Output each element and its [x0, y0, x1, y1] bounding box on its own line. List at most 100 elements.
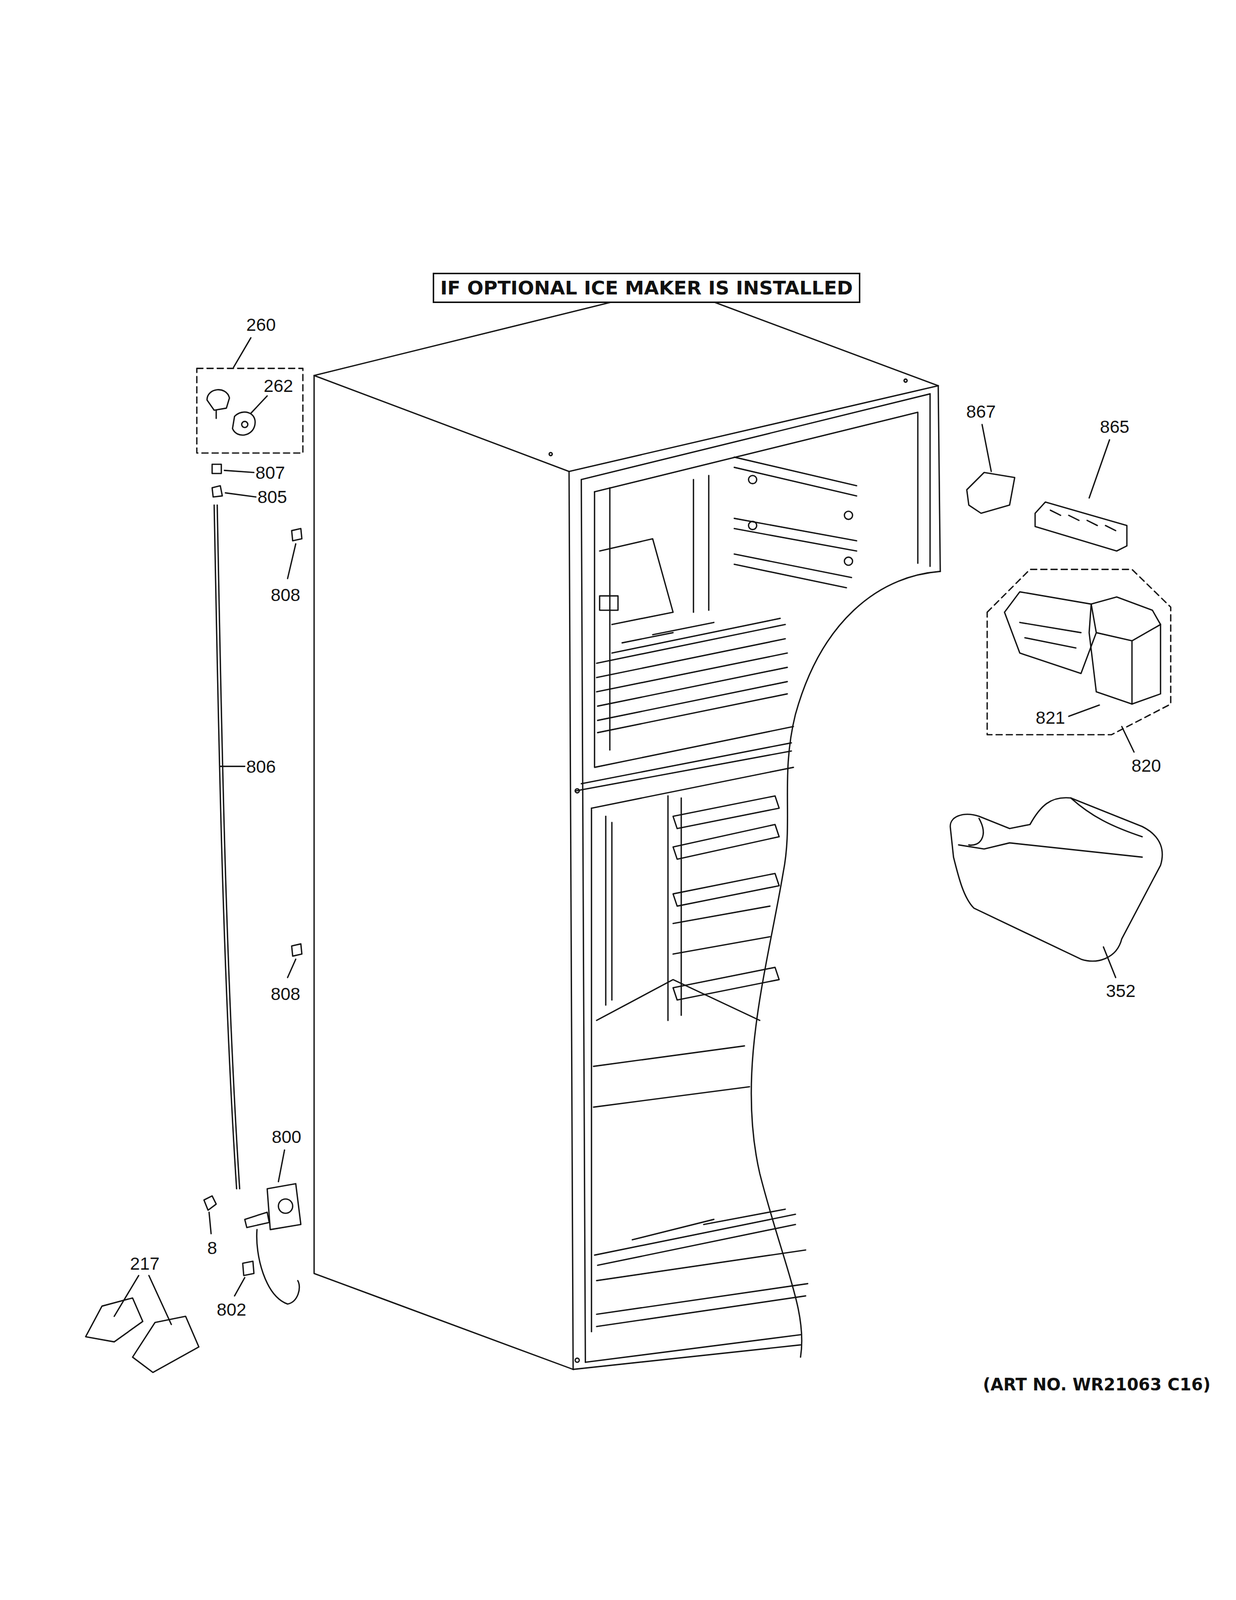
freezer-interior: [596, 638, 786, 678]
refrigerator-cabinet: [575, 788, 580, 793]
refrigerator-cabinet: [581, 742, 792, 784]
small-parts: [242, 1260, 254, 1275]
fresh-food-interior: [597, 1223, 796, 1265]
freezer-interior: [734, 563, 847, 588]
refrigerator-cabinet: [611, 821, 613, 1000]
small-parts: [232, 412, 256, 436]
callout-number: 867: [965, 401, 997, 421]
refrigerator-cabinet: [596, 1283, 808, 1315]
fresh-food-interior: [673, 905, 770, 923]
ice-bucket: [950, 797, 1163, 961]
callout-number: 802: [215, 1299, 247, 1319]
freezer-interior: [734, 553, 852, 578]
leader-lines: [1121, 726, 1135, 753]
freezer-interior: [596, 456, 857, 733]
freezer-interior: [844, 510, 853, 520]
small-parts: [966, 472, 1015, 513]
freezer-interior: [652, 622, 714, 635]
refrigerator-cabinet: [581, 479, 586, 1363]
art-number: (ART NO. WR21063 C16): [982, 1375, 1212, 1394]
callout-number: 820: [1130, 755, 1162, 775]
refrigerator-cabinet: [549, 452, 553, 456]
freezer-interior: [599, 595, 618, 610]
small-parts: [241, 421, 248, 428]
leader-lines: [234, 1277, 245, 1296]
fresh-food-interior: [673, 966, 780, 1000]
leader-lines: [287, 958, 296, 977]
small-parts: [203, 1195, 217, 1210]
refrigerator-cabinet: [581, 393, 931, 480]
ice-bucket: [958, 842, 1143, 857]
ice-maker: [1089, 596, 1161, 704]
callout-number: 800: [270, 1126, 302, 1146]
small-parts: [1050, 509, 1116, 531]
ice-bucket: [950, 797, 1163, 961]
dashed-group-outline: [196, 368, 1171, 735]
small-parts: [291, 528, 302, 541]
small-parts: [207, 389, 230, 411]
leader-lines: [287, 543, 296, 579]
dashed-group-outline: [987, 569, 1171, 735]
refrigerator-cabinet: [573, 1344, 801, 1369]
ice-maker: [1096, 624, 1161, 704]
callout-number: 865: [1098, 417, 1130, 436]
refrigerator-cabinet: [591, 766, 794, 808]
fresh-food-interior: [593, 1086, 750, 1107]
callout-number: 352: [1105, 981, 1137, 1000]
leader-lines: [225, 492, 256, 497]
leader-lines: [250, 395, 268, 414]
small-parts: [85, 1297, 143, 1342]
fresh-food-interior: [673, 936, 770, 954]
callout-number: 806: [245, 756, 277, 776]
refrigerator-cabinet: [569, 471, 574, 1369]
leader-lines: [220, 765, 245, 767]
leader-lines: [1103, 946, 1116, 978]
small-parts: [85, 389, 1127, 1373]
leader-lines: [114, 1275, 139, 1317]
refrigerator-cabinet: [713, 301, 939, 386]
refrigerator-cabinet: [314, 301, 941, 1369]
leader-lines: [114, 337, 1135, 1325]
refrigerator-cabinet: [585, 1334, 801, 1363]
freezer-interior: [692, 479, 695, 613]
freezer-interior: [597, 681, 788, 721]
callout-number: 807: [254, 462, 286, 482]
small-parts: [278, 1198, 293, 1213]
callout-number: 805: [256, 487, 288, 506]
refrigerator-cabinet: [314, 301, 612, 376]
callout-number: 808: [269, 984, 301, 1003]
fresh-food-interior: [632, 1218, 714, 1240]
fresh-food-interior: [703, 1208, 786, 1224]
small-parts: [267, 1183, 301, 1230]
ice-bucket: [968, 817, 984, 845]
leader-lines: [982, 424, 992, 472]
freezer-interior: [748, 521, 757, 530]
fresh-food-interior: [667, 795, 669, 1020]
freezer-interior: [611, 618, 781, 653]
ice-maker: [1004, 591, 1097, 674]
refrigerator-cabinet: [751, 571, 941, 1357]
note-heading: IF OPTIONAL ICE MAKER IS INSTALLED: [432, 272, 861, 303]
fresh-food-interior: [673, 795, 780, 829]
freezer-interior: [599, 538, 674, 625]
small-parts: [212, 485, 223, 497]
fresh-food-interior: [596, 1249, 806, 1281]
refrigerator-cabinet: [929, 393, 932, 566]
refrigerator-cabinet: [314, 375, 574, 1370]
callout-number: 262: [262, 376, 294, 395]
callout-number: 8: [206, 1238, 218, 1257]
refrigerator-cabinet: [938, 385, 941, 572]
ice-maker: [1019, 622, 1081, 648]
callout-number: 260: [245, 315, 277, 334]
refrigerator-cabinet: [590, 807, 593, 1331]
freezer-interior: [844, 556, 853, 565]
small-parts: [244, 1211, 270, 1227]
leader-lines: [224, 470, 254, 473]
small-parts: [212, 464, 222, 474]
small-parts: [217, 504, 240, 1189]
leader-lines: [233, 337, 251, 368]
leader-lines: [1068, 704, 1100, 716]
small-parts: [291, 943, 302, 956]
small-parts: [132, 1315, 199, 1372]
callout-number: 217: [129, 1253, 161, 1273]
